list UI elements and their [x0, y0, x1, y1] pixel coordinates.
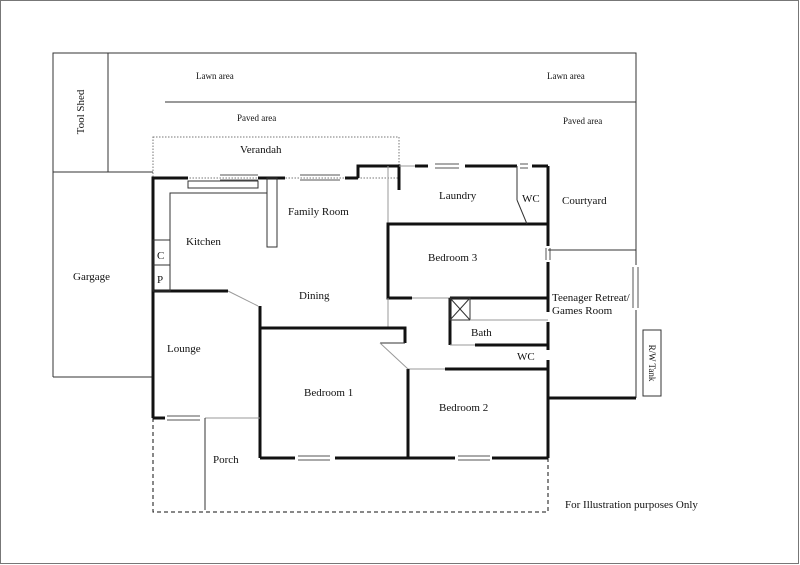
- lounge-label: Lounge: [167, 343, 201, 355]
- rainwater-tank: [642, 329, 662, 397]
- wc-top-label: WC: [522, 193, 540, 205]
- bath-label: Bath: [471, 327, 492, 339]
- bedroom-3-label: Bedroom 3: [428, 252, 478, 264]
- rw-tank-label: R/W Tank: [647, 345, 657, 382]
- lawn-area-right-label: Lawn area: [547, 71, 585, 81]
- porch-label: Porch: [213, 454, 239, 466]
- bedroom-1-label: Bedroom 1: [304, 387, 353, 399]
- tool-shed-label: Tool Shed: [75, 89, 87, 134]
- c-label: C: [157, 250, 164, 262]
- verandah-outline: [152, 136, 400, 179]
- p-label: P: [157, 274, 163, 286]
- wc-bottom-label: WC: [517, 351, 535, 363]
- house-walls: [151, 163, 636, 513]
- bedroom-2-label: Bedroom 2: [439, 402, 488, 414]
- family-room-label: Family Room: [288, 206, 349, 218]
- lawn-area-left-label: Lawn area: [196, 71, 234, 81]
- laundry-label: Laundry: [439, 190, 477, 202]
- kitchen-label: Kitchen: [186, 236, 221, 248]
- garage-label: Gargage: [73, 271, 110, 283]
- courtyard-label: Courtyard: [562, 195, 607, 207]
- disclaimer-label: For Illustration purposes Only: [565, 499, 698, 511]
- site-boundary: [52, 52, 639, 398]
- paved-area-right-label: Paved area: [563, 116, 602, 126]
- games-room-label: Games Room: [552, 305, 613, 317]
- dining-label: Dining: [299, 290, 330, 302]
- pantry-p: [152, 264, 171, 292]
- verandah-label: Verandah: [240, 144, 282, 156]
- kitchen-bench: [152, 177, 278, 292]
- paved-area-left-label: Paved area: [237, 113, 276, 123]
- teenager-retreat-label: Teenager Retreat/: [552, 292, 631, 304]
